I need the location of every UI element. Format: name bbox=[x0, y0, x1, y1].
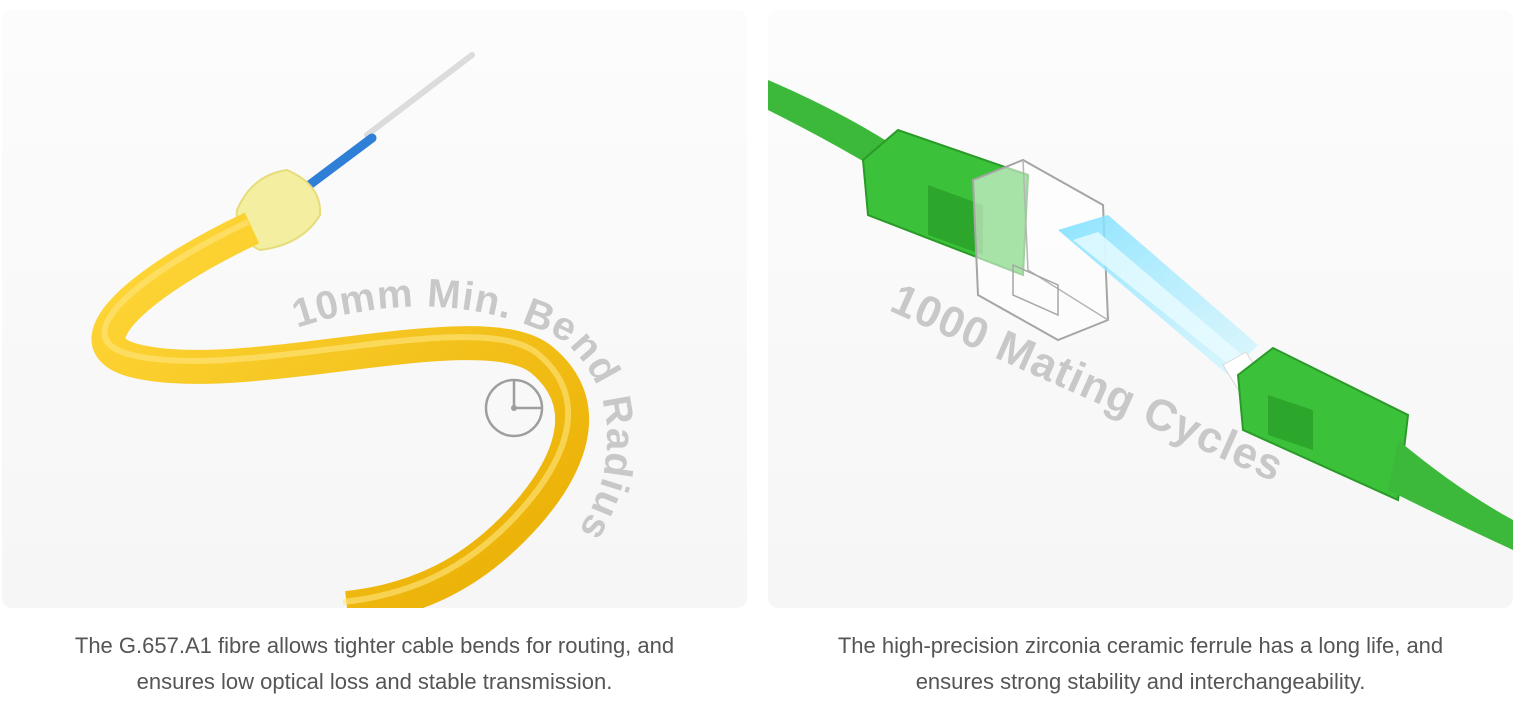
cable-highlight bbox=[101, 219, 572, 605]
connector-illustration: 1000 Mating Cycles bbox=[768, 80, 1513, 550]
bend-radius-caption: The G.657.A1 fibre allows tighter cable … bbox=[2, 628, 747, 700]
adapter-edge bbox=[1022, 159, 1109, 321]
bend-radius-label: 10mm Min. Bend Radius bbox=[287, 271, 642, 549]
right-connector-face bbox=[1268, 395, 1313, 450]
left-cable-boot bbox=[768, 80, 893, 170]
bare-fibre bbox=[364, 52, 475, 138]
caption-line: ensures strong stability and interchange… bbox=[915, 669, 1366, 694]
adapter-window bbox=[1012, 263, 1059, 317]
caption-line: ensures low optical loss and stable tran… bbox=[136, 669, 613, 694]
left-connector-face bbox=[928, 185, 983, 255]
bend-radius-image: 10mm Min. Bend Radius bbox=[2, 10, 747, 608]
mating-cycles-image: 1000 Mating Cycles bbox=[768, 10, 1513, 608]
fibre-cable-illustration: 10mm Min. Bend Radius bbox=[91, 52, 642, 608]
buffered-fibre bbox=[295, 133, 377, 197]
right-cable-boot bbox=[1388, 440, 1513, 550]
mating-cycles-caption: The high-precision zirconia ceramic ferr… bbox=[768, 628, 1513, 700]
caption-line: The high-precision zirconia ceramic ferr… bbox=[837, 633, 1444, 658]
light-beam-core bbox=[1073, 232, 1248, 372]
radius-center-dot bbox=[511, 405, 517, 411]
yellow-cable-jacket bbox=[91, 212, 590, 608]
caption-line: The G.657.A1 fibre allows tighter cable … bbox=[74, 633, 675, 658]
